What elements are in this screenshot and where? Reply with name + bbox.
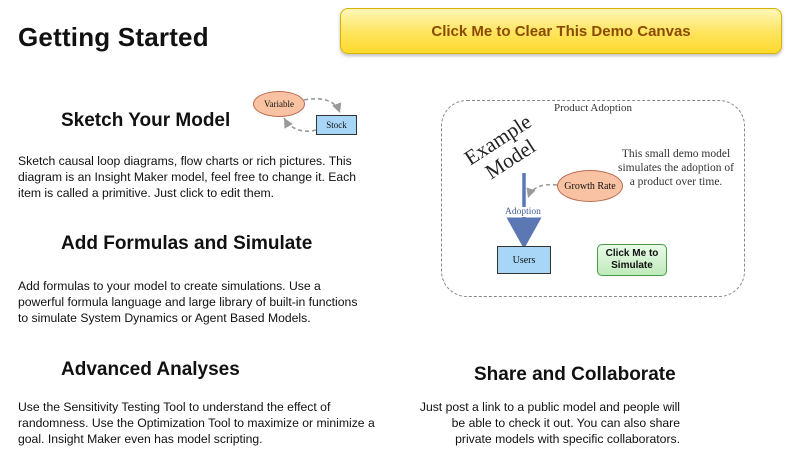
variable-primitive[interactable]: Variable [253,91,305,117]
simulate-line-1: Click Me to [605,248,659,259]
formulas-text: Add formulas to your model to create sim… [18,279,358,325]
demo-description[interactable]: This small demo model simulates the adop… [618,148,734,188]
adoption-flow-label[interactable]: Adoption [504,207,542,217]
share-heading: Share and Collaborate [474,364,676,385]
variable-to-stock-link [303,97,342,114]
simulate-line-2: Simulate [611,260,653,271]
demo-model-links [506,173,558,249]
users-stock[interactable]: Users [497,246,551,274]
advanced-heading: Advanced Analyses [61,359,240,380]
page-title: Getting Started [18,22,209,52]
share-text: Just post a link to a public model and p… [419,400,680,446]
growth-rate-variable[interactable]: Growth Rate [557,170,623,202]
stock-primitive[interactable]: Stock [316,115,357,135]
clear-canvas-button[interactable]: Click Me to Clear This Demo Canvas [340,8,782,54]
folder-title: Product Adoption [554,102,632,114]
advanced-text: Use the Sensitivity Testing Tool to unde… [18,400,375,446]
sketch-text: Sketch causal loop diagrams, flow charts… [18,154,357,200]
simulate-button[interactable]: Click Me to Simulate [597,244,667,276]
sketch-heading: Sketch Your Model [61,110,231,131]
stock-to-variable-link [283,117,317,132]
growth-rate-link [526,183,558,199]
demo-model-folder[interactable]: Product Adoption Example Model This smal… [441,100,745,297]
formulas-heading: Add Formulas and Simulate [61,233,313,254]
